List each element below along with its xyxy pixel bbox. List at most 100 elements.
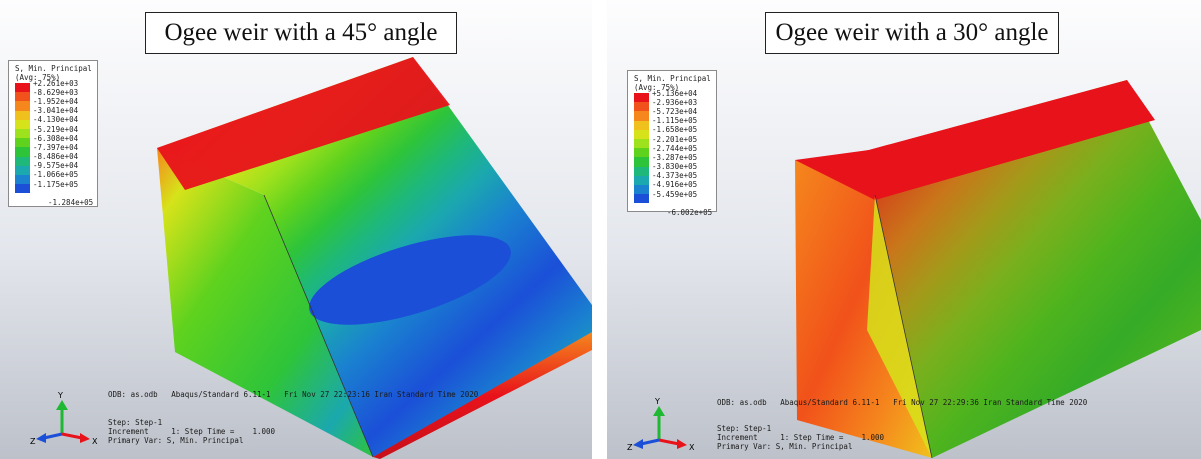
legend-row: -5.723e+04 [634,107,716,121]
legend-swatch [634,157,649,167]
legend-value: -2.201e+05 [652,134,698,144]
legend-row: +2.261e+03 [15,79,97,93]
legend-swatch [15,119,30,129]
legend-value: -6.308e+04 [33,133,79,143]
legend-row: -3.041e+04 [15,106,97,120]
legend-row: -6.308e+04 [15,134,97,148]
step-info: Step: Step-1 Increment 1: Step Time = 1.… [108,418,275,445]
legend-row: -1.175e+05 [15,180,97,194]
legend-swatch [15,165,30,175]
legend-heading: S, Min. Principal [634,74,711,83]
legend-value: -4.916e+05 [652,180,698,190]
contour-legend: S, Min. Principal (Avg: 75%) +5.136e+04-… [627,70,717,217]
z-axis-arrow [43,432,63,440]
legend-row: -4.916e+05 [634,180,716,195]
side-highlight [867,195,932,458]
primary-var-line: Primary Var: S, Min. Principal [717,442,853,451]
y-axis-label: Y [57,392,63,400]
legend-swatch [15,92,30,102]
legend-value: +5.136e+04 [652,88,698,98]
toe-band [373,332,592,459]
legend-row: -4.373e+05 [634,171,716,185]
z-axis-arrow [640,438,660,446]
legend-value: -4.373e+05 [652,171,698,181]
legend-row: -1.115e+05 [634,116,716,130]
step-line: Step: Step-1 [108,418,163,427]
legend-swatch [15,184,30,194]
panel-title: Ogee weir with a 45° angle [145,12,457,54]
legend-swatch [15,110,30,120]
legend-value: -3.830e+05 [652,162,698,172]
weir-45-model [157,57,592,459]
legend-value: -2.744e+05 [652,143,698,153]
legend-swatch [634,102,649,112]
z-axis-label: Z [627,443,633,452]
panel-title: Ogee weir with a 30° angle [765,12,1059,54]
x-axis-label: X [689,443,695,452]
legend-row: -5.219e+04 [15,125,97,139]
legend-value: -2.936e+03 [652,97,698,107]
legend-swatch [15,138,30,148]
legend-swatch [15,174,30,185]
z-axis-label: Z [30,437,36,446]
legend-swatch [634,184,649,195]
legend-averaging: (Avg: 75%) [15,73,61,82]
legend-swatch [634,111,649,121]
x-axis-label: X [92,437,98,446]
legend-value: -1.658e+05 [652,125,698,135]
legend-swatch [634,148,649,158]
legend-swatch [634,166,649,176]
x-axis-arrow [61,432,83,440]
legend-row: -6.002e+05 [634,203,716,217]
legend-value: -1.115e+05 [652,116,698,126]
increment-line: Increment 1: Step Time = 1.000 [108,427,276,436]
legend-value: -1.066e+05 [33,170,79,180]
axis-triad: Y X Z [627,398,695,452]
crest-band [157,57,450,190]
primary-var-line: Primary Var: S, Min. Principal [108,436,244,445]
legend-swatch [15,156,30,166]
legend-value: -1.952e+04 [33,96,79,106]
odb-info: ODB: as.odb Abaqus/Standard 6.11-1 Fri N… [108,390,479,399]
legend-row: -8.629e+03 [15,88,97,102]
legend-swatch [15,101,30,111]
legend-value: -5.219e+04 [33,124,79,134]
legend-scale: +2.261e+03-8.629e+03-1.952e+04-3.041e+04… [15,79,97,207]
side-face [157,148,373,457]
legend-row: -2.744e+05 [634,144,716,158]
y-axis-label: Y [654,398,660,406]
legend-row: -9.575e+04 [15,161,97,175]
legend-row: +5.136e+04 [634,89,716,103]
odb-info: ODB: as.odb Abaqus/Standard 6.11-1 Fri N… [717,398,1088,407]
legend-value: -8.486e+04 [33,152,79,162]
legend-row: -1.284e+05 [15,193,97,207]
legend-swatch [634,93,649,103]
contour-legend: S, Min. Principal (Avg: 75%) +2.261e+03-… [8,60,98,207]
legend-value: -6.002e+05 [667,207,713,217]
legend-value: -1.284e+05 [48,197,94,207]
legend-value: -1.175e+05 [33,179,79,189]
legend-row: -2.201e+05 [634,135,716,149]
legend-swatch [15,128,30,139]
legend-value: -8.629e+03 [33,87,79,97]
legend-scale: +5.136e+04-2.936e+03-5.723e+04-1.115e+05… [634,89,716,217]
legend-swatch [634,138,649,149]
stress-core [309,235,511,325]
legend-row: -2.936e+03 [634,98,716,112]
legend-heading: S, Min. Principal [15,64,92,73]
increment-line: Increment 1: Step Time = 1.000 [717,433,885,442]
legend-swatch [15,83,30,93]
legend-row: -3.830e+05 [634,162,716,176]
edge-line [263,194,374,458]
legend-row: -8.486e+04 [15,152,97,166]
legend-value: -4.130e+04 [33,115,79,125]
crest-band [817,80,1155,200]
left-panel: Ogee weir with a 45° angle S, Min. Princ… [0,0,592,459]
x-axis-arrow [658,438,680,446]
legend-swatch [634,129,649,139]
legend-swatch [634,194,649,204]
legend-value: -9.575e+04 [33,161,79,171]
legend-row: -3.287e+05 [634,153,716,167]
legend-value: -3.287e+05 [652,152,698,162]
legend-row: -5.459e+05 [634,190,716,204]
